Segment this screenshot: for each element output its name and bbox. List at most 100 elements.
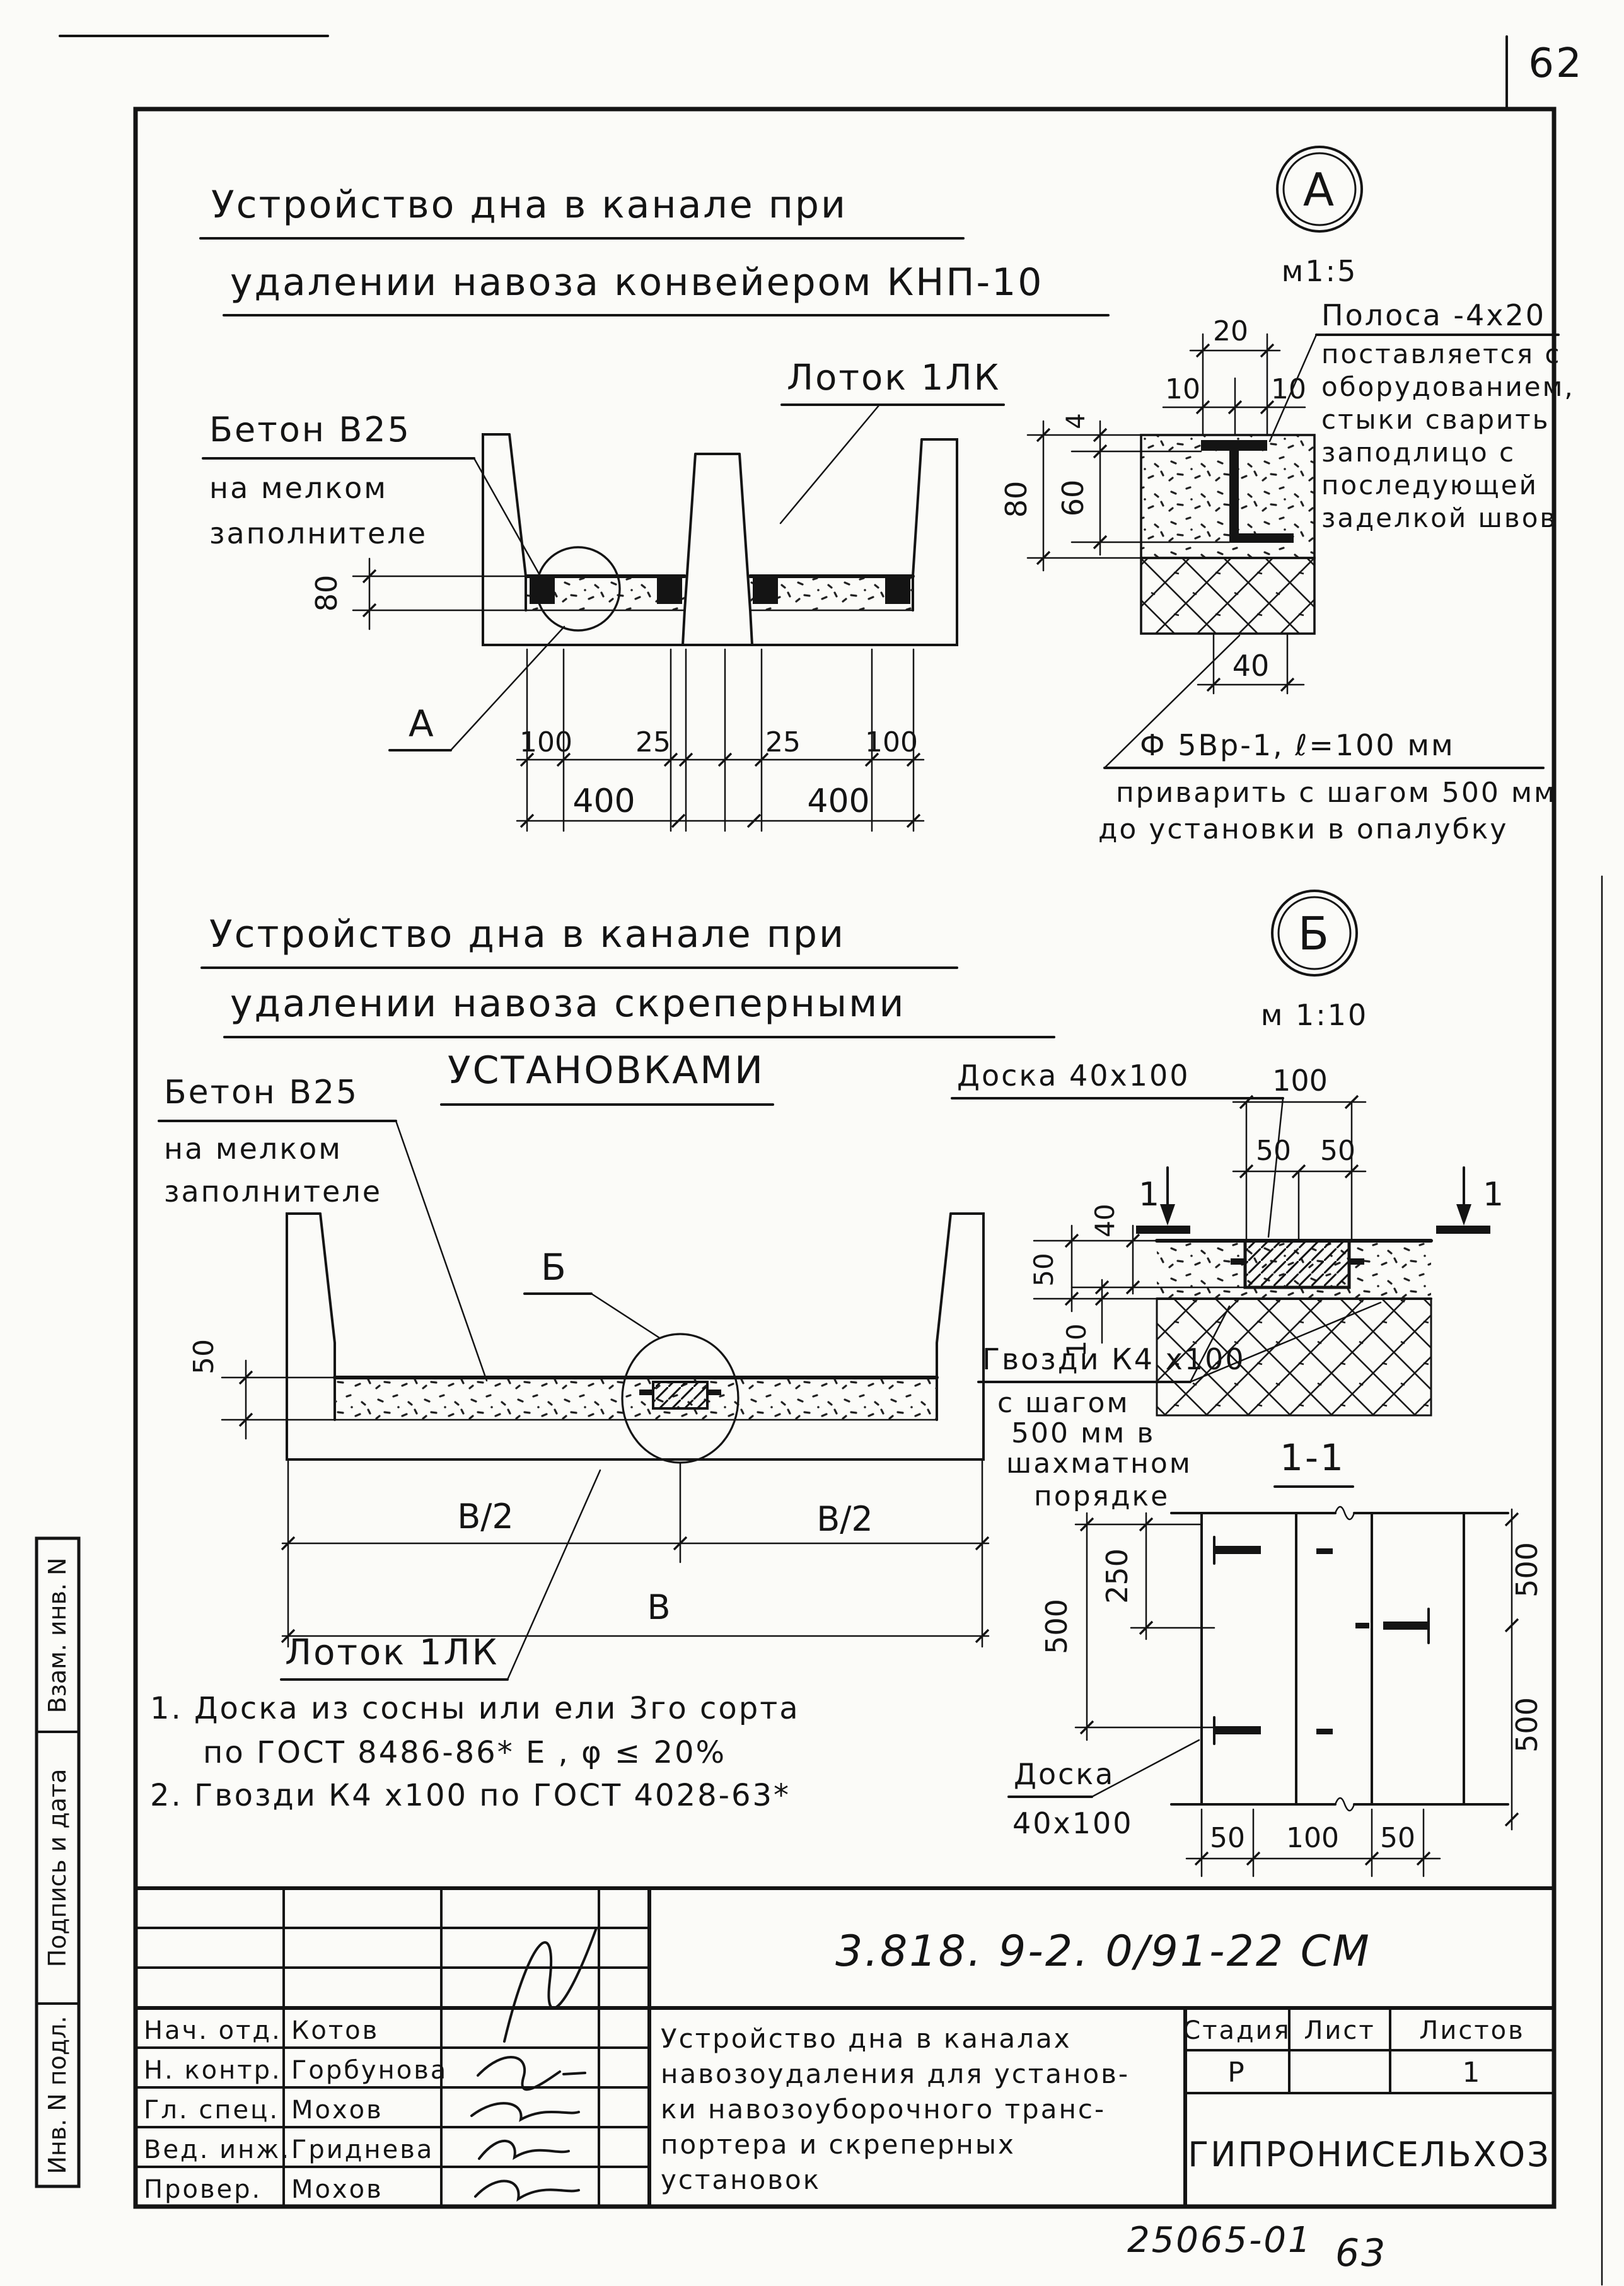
stadia-header: Стадия: [1183, 2016, 1290, 2045]
gvozdi-line-1: с шагом: [997, 1387, 1130, 1419]
dim-500-r1: 500: [1510, 1542, 1544, 1598]
f5-line-2: до установки в опалубку: [1098, 813, 1508, 845]
f5-note: Ф 5Вр-1, ℓ=100 мм приварить с шагом 500 …: [1098, 634, 1557, 845]
listov-value: 1: [1463, 2057, 1482, 2089]
detail-b-left-dims: 40 50 10: [1028, 1204, 1246, 1357]
desc-1: навозоудаления для установ-: [661, 2058, 1130, 2089]
list-header: Лист: [1304, 2016, 1375, 2045]
beton-label-1: Бетон В25: [209, 410, 411, 450]
footer-page: 63: [1335, 2231, 1387, 2275]
dim-50-a: 50: [1256, 1135, 1291, 1167]
detail-a-callout-label: А: [409, 702, 436, 745]
dim-50-b: 50: [1320, 1135, 1355, 1167]
titleblock-description: Устройство дна в каналах навозоудаления …: [661, 2023, 1130, 2195]
dim-b2-left: В/2: [457, 1497, 514, 1536]
section2-title-line3: установками: [448, 1048, 765, 1093]
section-1-1-title: 1-1: [1280, 1436, 1345, 1479]
detail-a-bottom-dim: 40: [1197, 632, 1305, 695]
board-plan: [1170, 1506, 1509, 1812]
dim-40-b: 40: [1089, 1204, 1120, 1237]
polosa-line-4: заподлицо с: [1321, 437, 1516, 468]
detail-a-mark: А: [1303, 163, 1336, 216]
gvozdi-note: Гвозди К4 х100 с шагом 500 мм в шахматно…: [977, 1301, 1382, 1512]
beton-label-3: заполнителе: [209, 516, 427, 550]
dim-10-left: 10: [1061, 1323, 1092, 1357]
detail-a: А м1:5 20 10 10 4 60 80 40 Полоса -4х20: [999, 146, 1573, 845]
desc-2: ки навозоуборочного транс-: [661, 2094, 1106, 2125]
drawing1-dimensions: 80 100 25 25 100 400 400: [310, 557, 925, 832]
section-1-1-right-dims: 500 500: [1504, 1508, 1544, 1831]
dim-500-r2: 500: [1510, 1697, 1544, 1753]
page-number: 62: [1528, 40, 1583, 87]
dim-500-l: 500: [1040, 1599, 1074, 1654]
role-4: Провер.: [144, 2175, 262, 2204]
name-3: Гриднева: [291, 2135, 434, 2164]
polosa-line-3: стыки сварить: [1321, 404, 1550, 435]
name-2: Мохов: [291, 2096, 383, 2125]
gvozdi-line-3: шахматном: [1006, 1448, 1192, 1480]
dim-40: 40: [1232, 649, 1270, 683]
channel-drawing-2: [286, 1212, 985, 1464]
title-block: 3.818. 9-2. 0/91-22 СМ Нач. отд. Н. конт…: [134, 1886, 1556, 2208]
lotok2-label: Лоток 1ЛК: [285, 1632, 499, 1673]
section-1-1: 1-1 500 250 500 500 50 100: [1007, 1436, 1544, 1877]
polosa-line-1: поставляется с: [1321, 339, 1561, 369]
signatures: [470, 1927, 598, 2202]
section1-title-line2: удалении навоза конвейером КНП-10: [230, 260, 1043, 305]
section-cut-marks: 1 1: [1136, 1166, 1505, 1234]
name-4: Мохов: [291, 2175, 383, 2204]
beton2-label-3: заполнителе: [164, 1175, 382, 1209]
detail-b-callout-label: Б: [541, 1246, 568, 1289]
dim-60: 60: [1056, 480, 1090, 517]
dim-b2-right: В/2: [816, 1499, 873, 1539]
organization-name: ГИПРОНИСЕЛЬХОЗ: [1188, 2135, 1551, 2174]
dim-50-left: 50: [1028, 1253, 1059, 1286]
detail-b-top-dims: 100 50 50: [1232, 1064, 1367, 1242]
name-1: Горбунова: [291, 2056, 448, 2085]
polosa-line-6: заделкой швов: [1321, 502, 1557, 533]
note-3: 2. Гвозди К4 х100 по ГОСТ 4028-63*: [150, 1778, 791, 1813]
dim-b: В: [647, 1587, 670, 1627]
role-1: Н. контр.: [144, 2056, 282, 2085]
gvozdi-line-0: Гвозди К4 х100: [982, 1342, 1246, 1376]
doska-11-label-2: 40х100: [1012, 1806, 1134, 1840]
detail-a-top-dims: 20 10 10: [1162, 315, 1306, 436]
beton2-label-1: Бетон В25: [164, 1074, 359, 1111]
drawing2-dimensions: 50 В/2 В/2 В: [188, 1339, 990, 1648]
dim-50-bot-b: 50: [1380, 1822, 1415, 1854]
section2-title-line1: Устройство дна в канале при: [209, 912, 845, 956]
stamp-vzam: Взам. инв. N: [44, 1558, 71, 1714]
dim-25-b: 25: [765, 726, 801, 758]
detail-a-callout-circle: [535, 546, 621, 632]
role-0: Нач. отд.: [144, 2016, 282, 2045]
desc-4: установок: [661, 2164, 821, 2195]
desc-0: Устройство дна в каналах: [661, 2023, 1072, 2054]
section1: Устройство дна в канале при удалении нав…: [199, 183, 1110, 832]
gvozdi-line-2: 500 мм в: [1011, 1417, 1155, 1449]
detail-b: Б м 1:10 Доска 40х100 100 50 50 1 1: [951, 890, 1505, 1512]
stadia-value: Р: [1227, 2057, 1246, 2089]
notes: 1. Доска из сосны или ели 3го сорта по Г…: [150, 1691, 798, 1813]
cut-mark-right: 1: [1483, 1176, 1505, 1214]
detail-b-mark: Б: [1298, 907, 1331, 960]
section1-title-line1: Устройство дна в канале при: [211, 183, 847, 227]
desc-3: портера и скреперных: [661, 2129, 1016, 2160]
footer-code: 25065-01: [1127, 2220, 1313, 2261]
f5-line-1: приварить с шагом 500 мм: [1116, 777, 1557, 809]
left-stamp-column: Взам. инв. N Подпись и дата Инв. N подл.: [35, 1536, 81, 2188]
detail-a-left-dims: 4 60 80: [999, 413, 1231, 572]
f5-line-0: Ф 5Вр-1, ℓ=100 мм: [1140, 728, 1455, 762]
dim-4: 4: [1062, 413, 1091, 429]
detail-a-scale: м1:5: [1282, 254, 1358, 288]
section-1-1-bottom-dims: 50 100 50: [1185, 1808, 1441, 1877]
polosa-line-5: последующей: [1321, 470, 1538, 501]
detail-b-slab: [1155, 1239, 1433, 1417]
dim-50-bot-a: 50: [1210, 1822, 1245, 1854]
channel-drawing-1: [482, 433, 958, 646]
role-3: Вед. инж.: [144, 2135, 291, 2164]
name-0: Котов: [291, 2016, 379, 2045]
dim-50-s2: 50: [188, 1339, 220, 1374]
doska-11-label-1: Доска: [1014, 1757, 1115, 1791]
dim-20: 20: [1213, 315, 1248, 347]
